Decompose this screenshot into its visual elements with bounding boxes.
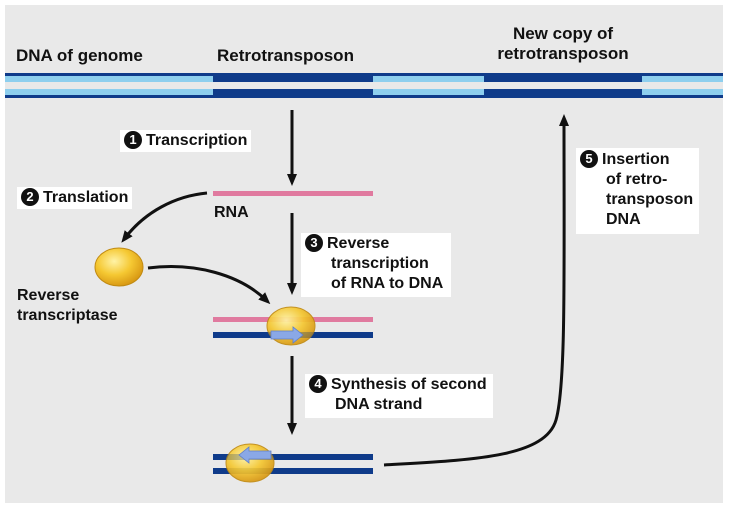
retrotransposon-label: Retrotransposon (217, 46, 354, 65)
strand-arrow-right-icon (270, 326, 304, 344)
strand-arrow-left-icon (238, 446, 272, 464)
step-number-5-icon: 5 (580, 150, 598, 168)
ds-dna-top-strand-over (213, 454, 373, 460)
genome-bottom-new-copy (484, 89, 642, 95)
ds-dna-bottom-strand (213, 468, 373, 474)
new-copy-label: New copy of retrotransposon (482, 24, 644, 64)
rna-dna-hybrid (213, 306, 373, 346)
step-number-3-icon: 3 (305, 234, 323, 252)
translation-arrow (121, 191, 208, 243)
step-3-text-line2: transcription (331, 255, 429, 272)
rna-strand (213, 191, 373, 196)
genome-bottom-retrotransposon (213, 89, 373, 95)
step-1-text: Transcription (146, 132, 248, 149)
genome-dna (5, 73, 723, 98)
step-number-1-icon: 1 (124, 131, 142, 149)
genome-top-new-copy (484, 76, 642, 82)
ds-dna-top-strand (213, 454, 373, 460)
reverse-transcriptase-label-line2: transcriptase (17, 307, 118, 324)
step-4-text-line2: DNA strand (335, 396, 423, 413)
reverse-transcriptase-label-line1: Reverse (17, 287, 80, 304)
enzyme-binding-arrow (147, 265, 271, 305)
reverse-transcriptase-label: Reverse transcriptase (17, 286, 118, 326)
step-5-text-line1: Insertion (602, 151, 670, 168)
genome-bottom-strand-backbone (5, 95, 723, 98)
step-4-text-line1: Synthesis of second (331, 376, 487, 393)
ds-dna-enzyme-icon (225, 443, 275, 483)
genome-top-strand-backbone (5, 73, 723, 76)
step-5-text-line2: of retro- (606, 171, 668, 188)
step-5-text-line4: DNA (606, 211, 641, 228)
genome-top-retrotransposon (213, 76, 373, 82)
dna-of-genome-label: DNA of genome (16, 46, 143, 65)
double-stranded-dna (213, 443, 373, 483)
reverse-transcriptase-enzyme-icon (94, 247, 144, 287)
step-3-text-line3: of RNA to DNA (331, 275, 444, 292)
step-2-text: Translation (43, 189, 129, 206)
insertion-arrow (383, 114, 570, 467)
step-5-text-line3: transposon (606, 191, 694, 208)
step-3-text-line1: Reverse (327, 235, 390, 252)
new-copy-label-line2: retrotransposon (497, 44, 629, 63)
rna-label: RNA (214, 204, 249, 221)
step-number-2-icon: 2 (21, 188, 39, 206)
step-number-4-icon: 4 (309, 375, 327, 393)
new-copy-label-line1: New copy of (512, 24, 614, 43)
